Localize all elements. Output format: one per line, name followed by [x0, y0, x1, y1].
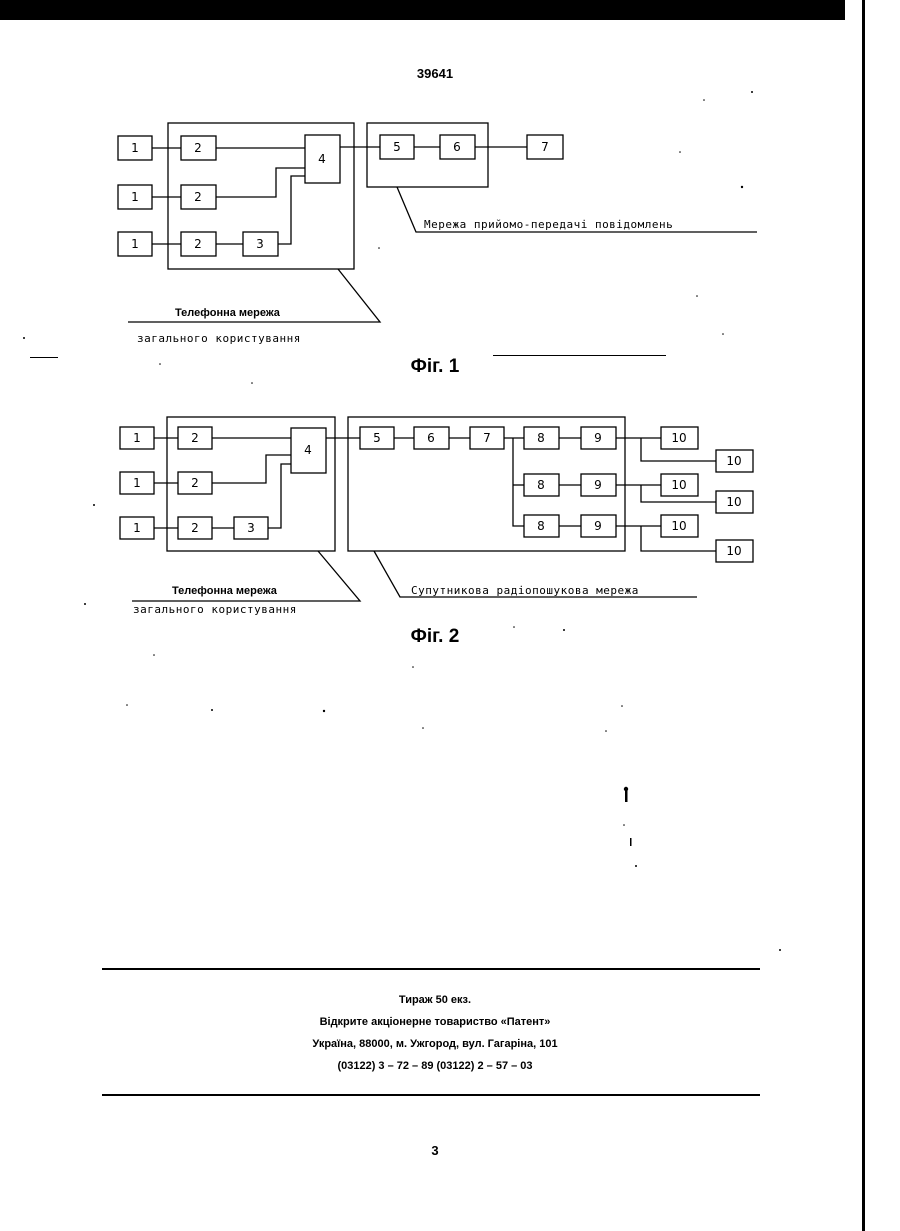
svg-text:1: 1 [131, 141, 139, 155]
svg-text:4: 4 [318, 152, 326, 166]
svg-text:3: 3 [247, 521, 255, 535]
fig1-phone-network-label-1: Телефонна мережа [175, 307, 281, 319]
svg-text:8: 8 [537, 431, 545, 445]
fig2-receiver-10-3: 10 [661, 474, 698, 496]
svg-text:5: 5 [393, 140, 401, 154]
svg-text:10: 10 [671, 431, 686, 445]
fig1-source-1c: 1 [118, 232, 152, 256]
fig2-receiver-10-4: 10 [716, 491, 753, 513]
fig2-block-9a: 9 [581, 427, 616, 449]
figure-2-caption: Фіг. 2 [0, 626, 870, 648]
fig2-phone-network-label-1: Телефонна мережа [172, 585, 278, 597]
imprint-address: Україна, 88000, м. Ужгород, вул. Гагарін… [0, 1038, 870, 1050]
imprint-bottom-rule [102, 1094, 760, 1096]
fig2-receiver-10-1: 10 [661, 427, 698, 449]
fig2-satellite-network-label: Супутникова радіопошукова мережа [411, 584, 639, 597]
svg-text:1: 1 [131, 237, 139, 251]
fig2-block-3: 3 [234, 517, 268, 539]
fig1-block-6: 6 [440, 135, 475, 159]
svg-text:4: 4 [304, 443, 312, 457]
fig2-block-9b: 9 [581, 474, 616, 496]
fig2-block-4: 4 [291, 428, 326, 473]
svg-text:9: 9 [594, 519, 602, 533]
fig2-receiver-10-6: 10 [716, 540, 753, 562]
svg-text:7: 7 [483, 431, 491, 445]
svg-text:10: 10 [726, 454, 741, 468]
imprint-publisher: Відкрите акціонерне товариство «Патент» [0, 1016, 870, 1028]
fig2-block-7: 7 [470, 427, 504, 449]
svg-text:1: 1 [131, 190, 139, 204]
fig2-block-8a: 8 [524, 427, 559, 449]
fig1-block-2c: 2 [181, 232, 216, 256]
svg-text:2: 2 [191, 521, 199, 535]
fig1-source-1a: 1 [118, 136, 152, 160]
svg-text:5: 5 [373, 431, 381, 445]
fig2-source-1c: 1 [120, 517, 154, 539]
fig2-receiver-10-5: 10 [661, 515, 698, 537]
fig1-source-1b: 1 [118, 185, 152, 209]
imprint-top-rule [102, 968, 760, 970]
fig1-block-3: 3 [243, 232, 278, 256]
fig1-phone-network-label-2: загального користування [137, 332, 301, 345]
fig2-block-9c: 9 [581, 515, 616, 537]
fig1-block-2a: 2 [181, 136, 216, 160]
fig2-receiver-10-2: 10 [716, 450, 753, 472]
svg-text:8: 8 [537, 478, 545, 492]
svg-text:6: 6 [427, 431, 435, 445]
svg-text:1: 1 [133, 476, 141, 490]
svg-text:2: 2 [194, 190, 202, 204]
fig2-block-2c: 2 [178, 517, 212, 539]
svg-text:2: 2 [194, 141, 202, 155]
stray-line-left [30, 357, 58, 358]
svg-text:8: 8 [537, 519, 545, 533]
fig2-block-8c: 8 [524, 515, 559, 537]
svg-text:2: 2 [191, 431, 199, 445]
fig1-block-7: 7 [527, 135, 563, 159]
fig2-source-1b: 1 [120, 472, 154, 494]
svg-text:10: 10 [726, 495, 741, 509]
svg-text:1: 1 [133, 521, 141, 535]
svg-text:10: 10 [726, 544, 741, 558]
svg-text:2: 2 [194, 237, 202, 251]
stray-line [493, 355, 666, 356]
figure-1-diagram: 1 1 1 2 2 2 3 4 5 6 7 Телефонна мережа з… [118, 123, 757, 345]
fig2-block-5: 5 [360, 427, 394, 449]
figure-1-caption: Фіг. 1 [0, 356, 870, 378]
fig2-source-1a: 1 [120, 427, 154, 449]
fig1-block-2b: 2 [181, 185, 216, 209]
imprint-print-run: Тираж 50 екз. [0, 994, 870, 1006]
fig2-phone-network-label-2: загального користування [133, 603, 297, 616]
page-number: 3 [0, 1143, 870, 1158]
svg-text:3: 3 [256, 237, 264, 251]
svg-text:10: 10 [671, 519, 686, 533]
fig2-block-6: 6 [414, 427, 449, 449]
fig1-block-5: 5 [380, 135, 414, 159]
svg-text:7: 7 [541, 140, 549, 154]
imprint-phones: (03122) 3 – 72 – 89 (03122) 2 – 57 – 03 [0, 1060, 870, 1072]
fig2-block-8b: 8 [524, 474, 559, 496]
svg-text:9: 9 [594, 478, 602, 492]
svg-text:10: 10 [671, 478, 686, 492]
svg-text:1: 1 [133, 431, 141, 445]
fig1-message-network-label: Мережа прийомо-передачі повідомлень [424, 218, 673, 231]
fig1-block-4: 4 [305, 135, 340, 183]
figure-2-diagram: 1 1 1 2 2 2 3 4 5 6 7 8 8 8 9 9 9 10 10 … [120, 417, 753, 616]
svg-text:9: 9 [594, 431, 602, 445]
fig2-block-2a: 2 [178, 427, 212, 449]
svg-text:2: 2 [191, 476, 199, 490]
svg-text:6: 6 [453, 140, 461, 154]
fig2-block-2b: 2 [178, 472, 212, 494]
